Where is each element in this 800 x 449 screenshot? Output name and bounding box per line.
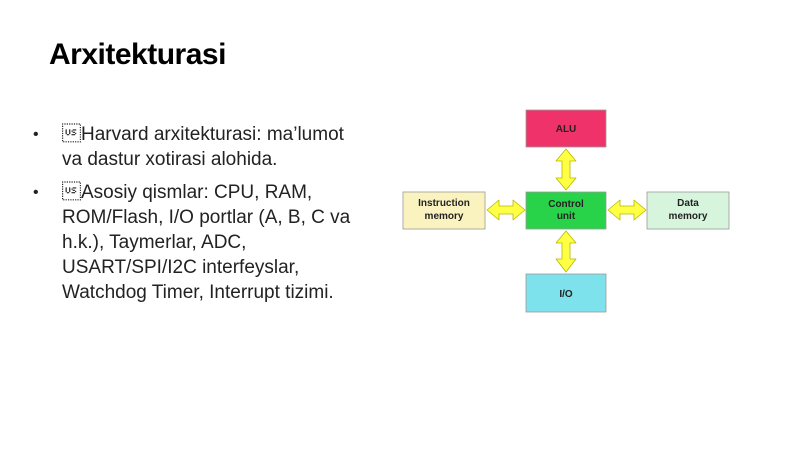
data-memory-label-line1: Data xyxy=(677,198,699,209)
instruction-memory-label-line1: Instruction xyxy=(418,198,470,209)
arrow-control-io xyxy=(555,230,577,273)
bullet-item: • Asosiy qismlar: CPU, RAM, ROM/Flash, I… xyxy=(33,180,353,305)
io-label: I/O xyxy=(559,289,573,300)
bullet-list: • Harvard arxitekturasi: ma’lumot va das… xyxy=(33,122,353,313)
instruction-memory-label-line2: memory xyxy=(425,211,464,222)
data-memory-label-line2: memory xyxy=(669,211,708,222)
instruction-memory-block xyxy=(402,191,486,230)
bullet-text: Asosiy qismlar: CPU, RAM, ROM/Flash, I/O… xyxy=(62,182,351,303)
architecture-diagram-svg: ALU Control unit Instruction memory Data… xyxy=(402,109,730,313)
alu-block xyxy=(525,109,607,148)
arrow-instruction-control xyxy=(486,199,526,221)
bullet-marker: • xyxy=(33,126,39,143)
control-unit-label-line1: Control xyxy=(548,199,584,210)
architecture-diagram: ALU Control unit Instruction memory Data… xyxy=(395,100,740,325)
alu-label: ALU xyxy=(556,124,577,135)
bullet-item: • Harvard arxitekturasi: ma’lumot va das… xyxy=(33,122,353,172)
bullet-marker: • xyxy=(33,184,39,201)
io-block xyxy=(525,273,607,313)
control-unit-label-line2: unit xyxy=(557,211,576,222)
control-unit-block xyxy=(525,191,607,230)
slide-title: Arxitekturasi xyxy=(49,38,226,71)
data-memory-block xyxy=(646,191,730,230)
arrow-control-data xyxy=(607,199,647,221)
bullet-text: Harvard arxitekturasi: ma’lumot va dastu… xyxy=(62,124,344,170)
arrow-alu-control xyxy=(555,148,577,191)
